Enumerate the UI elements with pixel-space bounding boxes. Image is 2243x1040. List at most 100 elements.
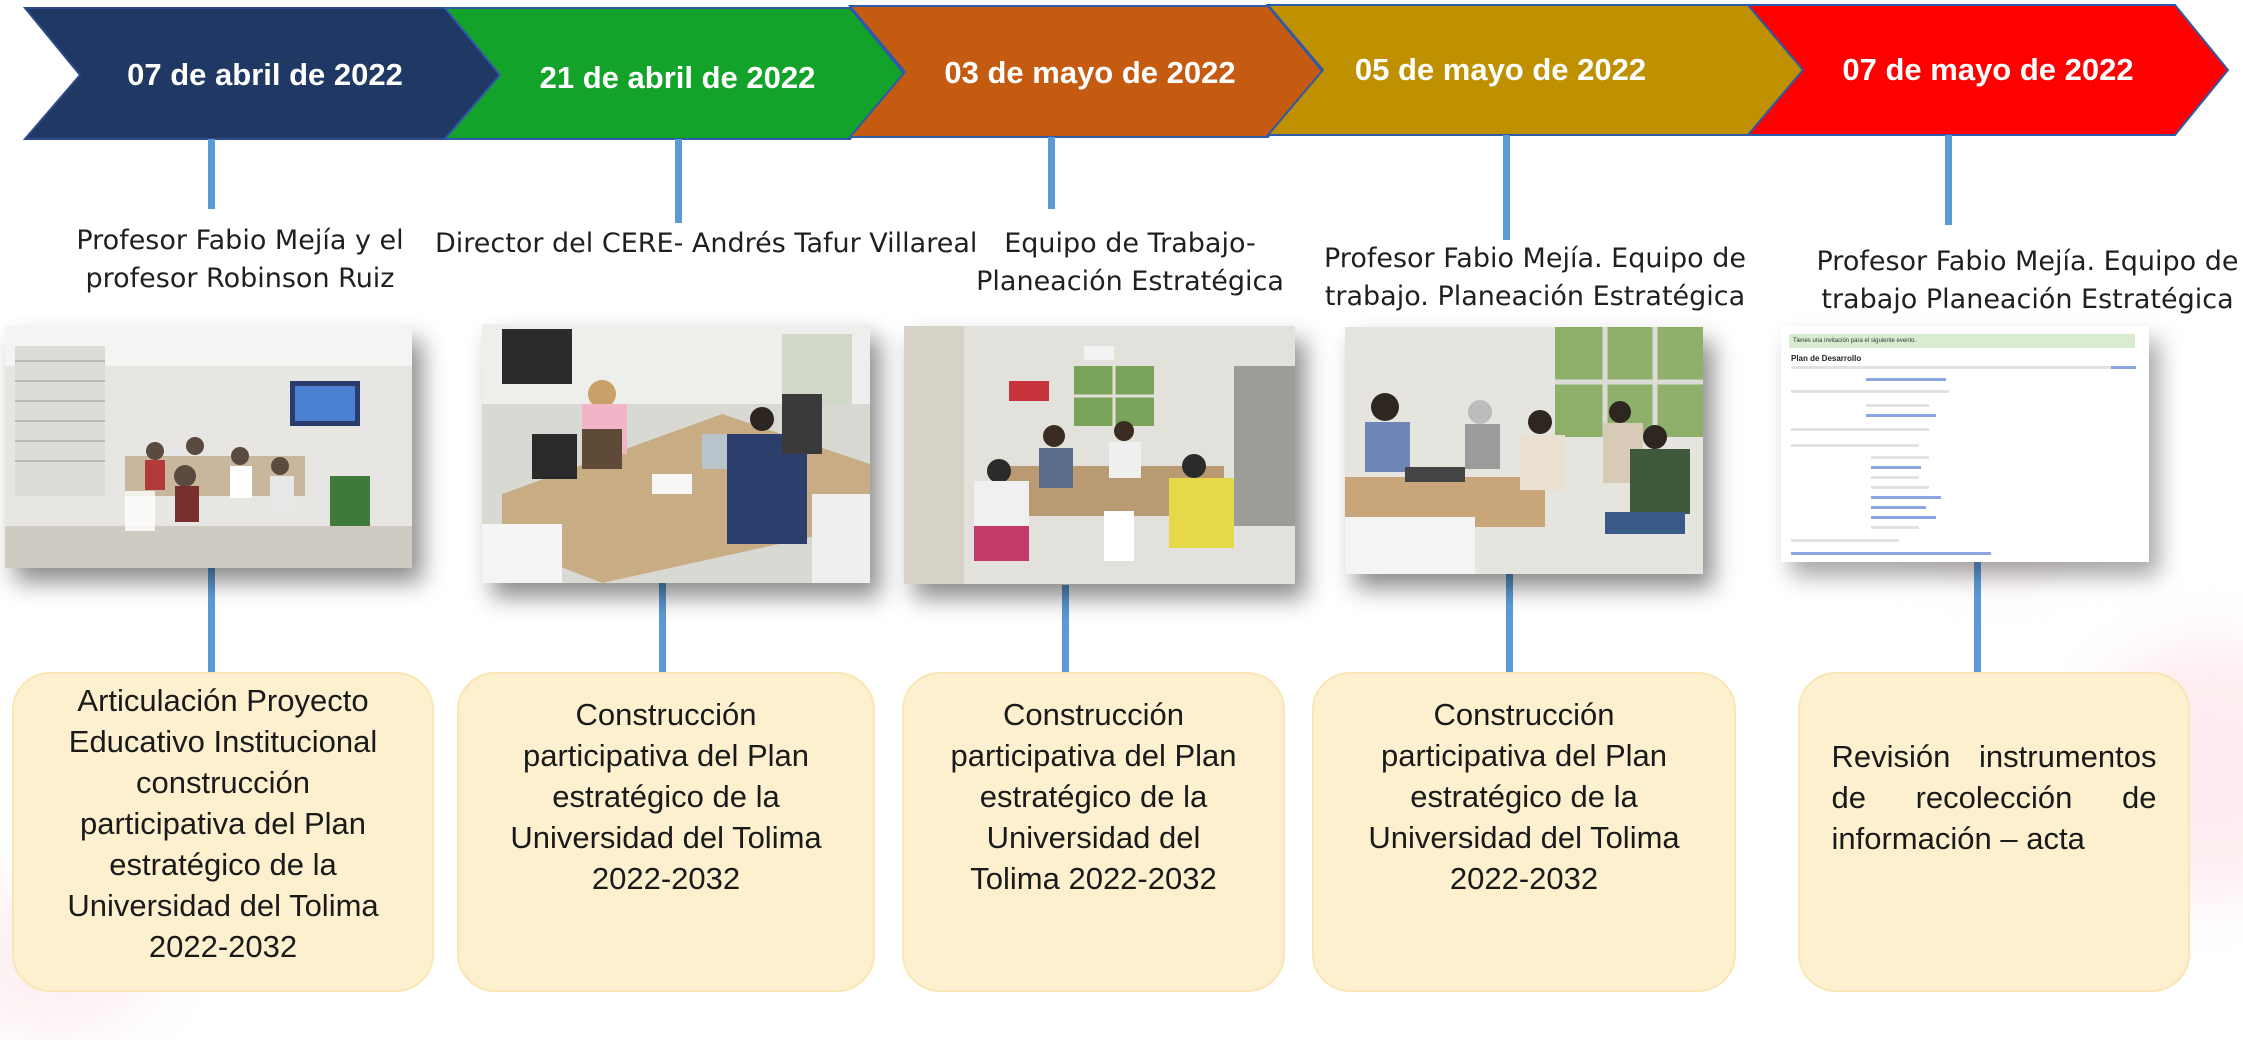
document-screenshot: Tienes una invitación para el siguiente … — [1781, 326, 2149, 562]
participants-caption: Profesor Fabio Mejía y el profesor Robin… — [20, 222, 460, 298]
doc-line — [1791, 444, 1919, 447]
card-line: construcción — [135, 764, 311, 800]
connector-line — [1974, 562, 1981, 674]
card-line: Universidad del — [986, 819, 1201, 855]
card-line: estratégico de la — [109, 846, 337, 882]
doc-line — [1791, 390, 1949, 393]
card-line: 2022-2032 — [1449, 860, 1599, 896]
doc-link — [1871, 496, 1941, 499]
card-line: Revisión instrumentos — [1832, 736, 2157, 777]
word: acta — [2026, 820, 2085, 856]
doc-line — [1871, 486, 1929, 489]
date-label: 03 de mayo de 2022 — [944, 55, 1236, 90]
doc-line — [1791, 539, 1899, 542]
date-label: 07 de mayo de 2022 — [1842, 52, 2134, 87]
participants-caption: Profesor Fabio Mejía. Equipo de trabajo … — [1815, 243, 2240, 319]
card-line: participativa del Plan — [79, 805, 367, 841]
participants-caption: Equipo de Trabajo- Planeación Estratégic… — [970, 225, 1290, 301]
card-line: Universidad del Tolima — [510, 819, 822, 855]
word: de — [2122, 779, 2157, 815]
doc-line — [1871, 476, 1919, 479]
doc-line — [1791, 428, 1929, 431]
activity-text: Revisión instrumentos de recolección de inf… — [1832, 736, 2157, 859]
date-label: 07 de abril de 2022 — [127, 57, 403, 92]
activity-card: Construcción participativa del Plan estr… — [1312, 672, 1736, 992]
card-line: Articulación Proyecto — [77, 682, 369, 718]
participants-caption: Director del CERE- Andrés Tafur Villarea… — [435, 225, 978, 263]
doc-link — [1866, 378, 1946, 381]
caption-line: Director del CERE- Andrés Tafur Villarea… — [435, 228, 978, 259]
word: instrumentos — [1979, 738, 2157, 774]
doc-link — [1871, 516, 1936, 519]
caption-line: trabajo Planeación Estratégica — [1821, 284, 2234, 315]
card-line: 2022-2032 — [148, 928, 298, 964]
word: recolección — [1915, 779, 2073, 815]
doc-line — [1866, 404, 1929, 407]
chevron-2 — [442, 7, 907, 140]
caption-line: trabajo. Planeación Estratégica — [1324, 281, 1746, 312]
meeting-photo — [1345, 327, 1703, 574]
connector-line — [1945, 135, 1952, 225]
meeting-photo — [5, 326, 412, 568]
doc-banner: Tienes una invitación para el siguiente … — [1789, 334, 2135, 348]
word: Revisión — [1831, 738, 1951, 774]
connector-line — [1506, 574, 1513, 674]
card-line: Universidad del Tolima — [1368, 819, 1680, 855]
participants-caption: Profesor Fabio Mejía. Equipo de trabajo.… — [1310, 240, 1760, 316]
meeting-photo — [482, 324, 870, 583]
caption-line: Planeación Estratégica — [976, 266, 1284, 297]
card-line: participativa del Plan — [950, 737, 1237, 773]
activity-text: Articulación Proyecto Educativo Instituc… — [67, 680, 378, 967]
card-line: de recolección de — [1832, 777, 2157, 818]
activity-card: Revisión instrumentos de recolección de inf… — [1798, 672, 2190, 992]
connector-line — [659, 583, 666, 674]
card-line: estratégico de la — [552, 778, 780, 814]
caption-line: Profesor Fabio Mejía. Equipo de — [1324, 243, 1746, 274]
caption-line: Equipo de Trabajo- — [1004, 228, 1256, 259]
card-line: Tolima 2022-2032 — [970, 860, 1217, 896]
connector-line — [208, 139, 215, 209]
caption-line: Profesor Fabio Mejía. Equipo de — [1816, 246, 2239, 277]
connector-line — [208, 568, 215, 674]
meeting-photo — [904, 326, 1295, 584]
card-line: participativa del Plan — [1380, 737, 1668, 773]
doc-link — [1791, 552, 1991, 555]
activity-text: Construcción participativa del Plan estr… — [950, 694, 1236, 899]
activity-card: Articulación Proyecto Educativo Instituc… — [12, 672, 434, 992]
caption-line: Profesor Fabio Mejía y el — [76, 225, 404, 256]
date-label: 05 de mayo de 2022 — [1354, 52, 1647, 87]
card-line: Construcción — [1433, 696, 1615, 732]
activity-text: Construcción participativa del Plan estr… — [510, 694, 821, 899]
connector-line — [1048, 137, 1055, 209]
chevron-5 — [1745, 4, 2230, 136]
word: – — [2000, 820, 2018, 856]
doc-link — [1871, 506, 1926, 509]
doc-title: Plan de Desarrollo — [1791, 354, 1862, 363]
card-line: Educativo Institucional — [68, 723, 378, 759]
card-line: participativa del Plan — [522, 737, 810, 773]
card-line: Universidad del Tolima — [67, 887, 379, 923]
connector-line — [675, 139, 682, 223]
activity-text: Construcción participativa del Plan estr… — [1368, 694, 1679, 899]
doc-line — [1871, 456, 1929, 459]
word: de — [1831, 779, 1866, 815]
doc-link — [1866, 414, 1936, 417]
activity-card: Construcción participativa del Plan estr… — [457, 672, 875, 992]
timeline-arrows — [22, 4, 2230, 140]
connector-line — [1503, 135, 1510, 240]
caption-line: profesor Robinson Ruiz — [85, 263, 395, 294]
card-line: Construcción — [1003, 696, 1184, 732]
card-line: información – acta — [1832, 818, 2157, 859]
card-line: estratégico de la — [979, 778, 1208, 814]
connector-line — [1062, 585, 1069, 674]
doc-link — [1871, 466, 1921, 469]
doc-line — [1871, 526, 1919, 529]
word: información — [1831, 820, 1992, 856]
date-label: 21 de abril de 2022 — [539, 60, 816, 95]
doc-link — [2111, 366, 2136, 369]
card-line: estratégico de la — [1410, 778, 1638, 814]
card-line: Construcción — [575, 696, 757, 732]
card-line: 2022-2032 — [591, 860, 741, 896]
doc-line — [1791, 366, 2129, 369]
activity-card: Construcción participativa del Plan estr… — [902, 672, 1285, 992]
